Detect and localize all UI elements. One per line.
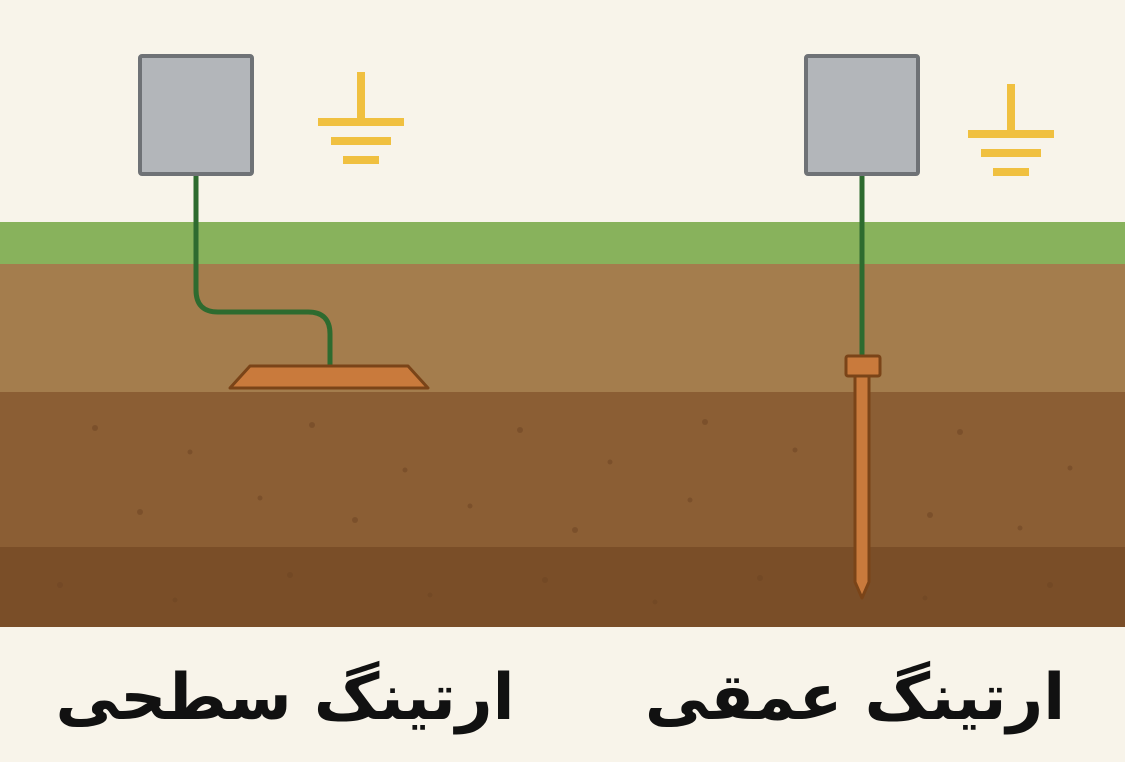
surface-earthing-wire [193,173,333,369]
deep-earthing-label: ارتینگ عمقی [644,660,1066,735]
soil-top-layer [0,264,1125,392]
surface-earthing-label: ارتینگ سطحی [55,660,515,735]
soil-bottom-layer [0,547,1125,627]
surface-equipment-box [138,54,254,176]
ground-symbol-icon [968,84,1054,176]
surface-earthing-assembly [138,54,430,390]
soil-speckles [57,419,1073,605]
earthing-plate [228,364,430,390]
deep-equipment-box [804,54,920,176]
rod-clamp [844,354,882,378]
earthing-rod [853,372,871,600]
soil-middle-layer [0,392,1125,547]
ground-symbol-icon [318,72,404,164]
grass-layer [0,222,1125,264]
deep-earthing-assembly [804,54,1054,600]
ground-layers [0,222,1125,627]
